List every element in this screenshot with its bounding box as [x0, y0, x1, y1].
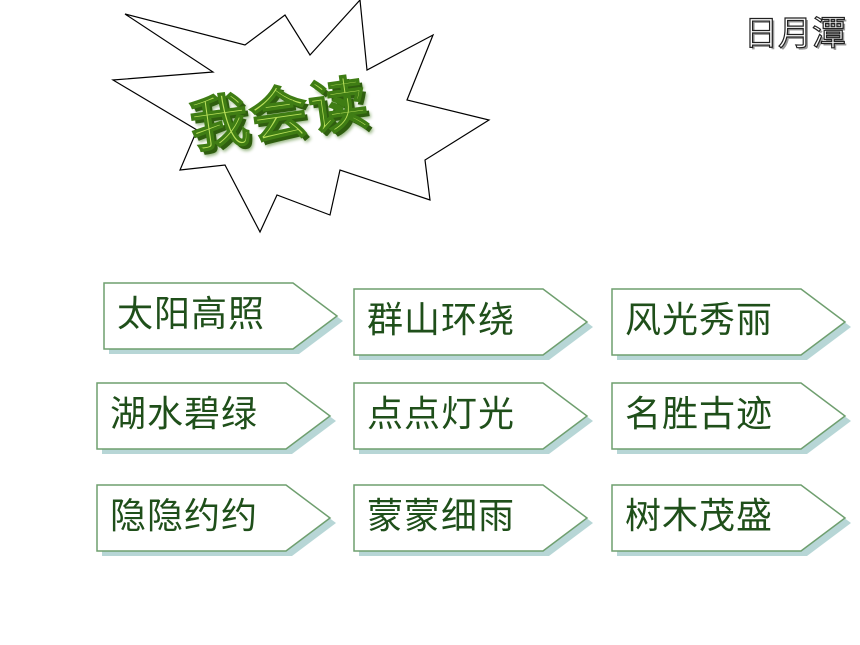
arrow-tag-shape [611, 382, 851, 454]
arrow-tag-shape [353, 382, 593, 454]
phrase-text: 点点灯光 [367, 394, 516, 435]
phrase-text: 树木茂盛 [625, 496, 774, 537]
phrase-card[interactable]: 隐隐约约 [96, 484, 338, 556]
arrow-tag-shape [611, 484, 851, 556]
phrase-card[interactable]: 群山环绕 [353, 288, 595, 360]
arrow-tag-shape [96, 382, 336, 454]
phrase-text: 蒙蒙细雨 [367, 496, 516, 537]
phrase-card[interactable]: 名胜古迹 [611, 382, 853, 454]
corner-title: 日月潭 [743, 13, 846, 54]
arrow-tag-shape [96, 484, 336, 556]
arrow-tag-shape [611, 288, 851, 360]
phrase-card[interactable]: 湖水碧绿 [96, 382, 338, 454]
starburst-icon [111, 0, 491, 234]
phrase-card[interactable]: 蒙蒙细雨 [353, 484, 595, 556]
phrase-text: 群山环绕 [367, 300, 516, 341]
phrase-card[interactable]: 风光秀丽 [611, 288, 853, 360]
phrase-card[interactable]: 树木茂盛 [611, 484, 853, 556]
phrase-text: 风光秀丽 [625, 300, 774, 341]
phrase-card[interactable]: 点点灯光 [353, 382, 595, 454]
arrow-tag-shape [353, 288, 593, 360]
phrase-text: 名胜古迹 [625, 394, 774, 435]
phrase-text: 太阳高照 [117, 294, 266, 335]
arrow-tag-shape [103, 282, 343, 354]
phrase-card[interactable]: 太阳高照 [103, 282, 345, 354]
phrase-text: 湖水碧绿 [110, 394, 259, 435]
arrow-tag-shape [353, 484, 593, 556]
phrase-text: 隐隐约约 [110, 496, 259, 537]
